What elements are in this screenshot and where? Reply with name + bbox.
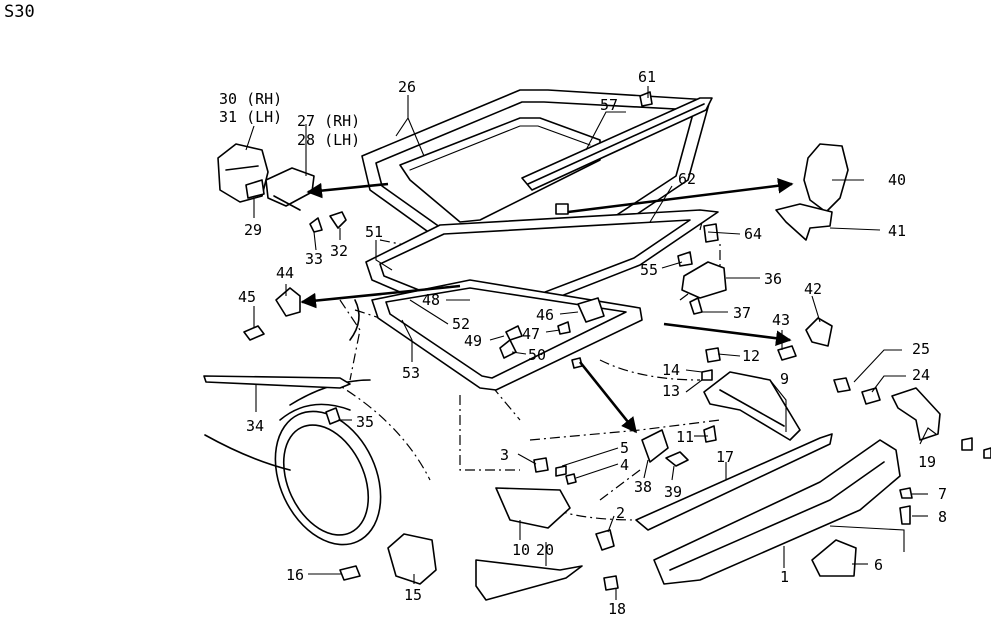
label-33: 33: [305, 250, 323, 268]
rear-spoiler: [521, 97, 713, 191]
label-38: 38: [634, 478, 652, 496]
label-24: 24: [912, 366, 930, 384]
hatch-strut: [203, 375, 351, 425]
label-51: 51: [365, 223, 383, 241]
label-30-rh: 30 (RH): [219, 90, 282, 108]
label-49: 49: [464, 332, 482, 350]
label-48: 48: [422, 291, 440, 309]
rear-lock-parts: [775, 143, 849, 361]
label-11: 11: [676, 428, 694, 446]
lower-center-parts: [475, 357, 689, 601]
label-64: 64: [744, 225, 762, 243]
label-45: 45: [238, 288, 256, 306]
label-62: 62: [678, 170, 696, 188]
label-2: 2: [616, 504, 625, 522]
wheel: [274, 403, 382, 546]
label-7: 7: [938, 485, 947, 503]
label-29: 29: [244, 221, 262, 239]
lamp-parts: [339, 533, 437, 585]
label-16: 16: [286, 566, 304, 584]
rear-bumper: [653, 439, 901, 585]
label-13: 13: [662, 382, 680, 400]
label-42: 42: [804, 280, 822, 298]
label-32: 32: [330, 242, 348, 260]
bumper-reinforcement: [703, 371, 801, 443]
label-27-rh: 27 (RH): [297, 112, 360, 130]
latch-parts: [677, 223, 727, 381]
label-41: 41: [888, 222, 906, 240]
label-52: 52: [452, 315, 470, 333]
label-44: 44: [276, 264, 294, 282]
bumper-end-parts: [833, 377, 991, 459]
label-10: 10: [512, 541, 530, 559]
label-57: 57: [600, 96, 618, 114]
label-39: 39: [664, 483, 682, 501]
hinge-assembly: [217, 143, 347, 233]
leader-lines: [245, 86, 937, 600]
part-labels: 1 2 3 4 5 6 7 8 9 10 11 12 13 14 15 16 1…: [219, 68, 947, 618]
label-19: 19: [918, 453, 936, 471]
striker-parts: [243, 287, 301, 341]
indicator-arrows: [300, 178, 794, 434]
diagram-code: S30: [4, 2, 35, 22]
label-31-lh: 31 (LH): [219, 108, 282, 126]
label-46: 46: [536, 306, 554, 324]
label-43: 43: [772, 311, 790, 329]
label-5: 5: [620, 439, 629, 457]
label-26: 26: [398, 78, 416, 96]
label-14: 14: [662, 361, 680, 379]
label-12: 12: [742, 347, 760, 365]
label-55: 55: [640, 261, 658, 279]
label-50: 50: [528, 346, 546, 364]
label-1: 1: [780, 568, 789, 586]
label-61: 61: [638, 68, 656, 86]
label-4: 4: [620, 456, 629, 474]
inner-trim-parts: [499, 91, 653, 359]
label-6: 6: [874, 556, 883, 574]
label-35: 35: [356, 413, 374, 431]
label-34: 34: [246, 417, 264, 435]
label-15: 15: [404, 586, 422, 604]
label-8: 8: [938, 508, 947, 526]
label-53: 53: [402, 364, 420, 382]
bumper-side-parts: [811, 487, 913, 577]
label-20: 20: [536, 541, 554, 559]
label-37: 37: [733, 304, 751, 322]
label-36: 36: [764, 270, 782, 288]
label-18: 18: [608, 600, 626, 618]
bumper-face-bar: [635, 433, 833, 531]
label-9: 9: [780, 370, 789, 388]
label-25: 25: [912, 340, 930, 358]
label-28-lh: 28 (LH): [297, 131, 360, 149]
label-17: 17: [716, 448, 734, 466]
label-3: 3: [500, 446, 509, 464]
label-40: 40: [888, 171, 906, 189]
label-47: 47: [522, 325, 540, 343]
